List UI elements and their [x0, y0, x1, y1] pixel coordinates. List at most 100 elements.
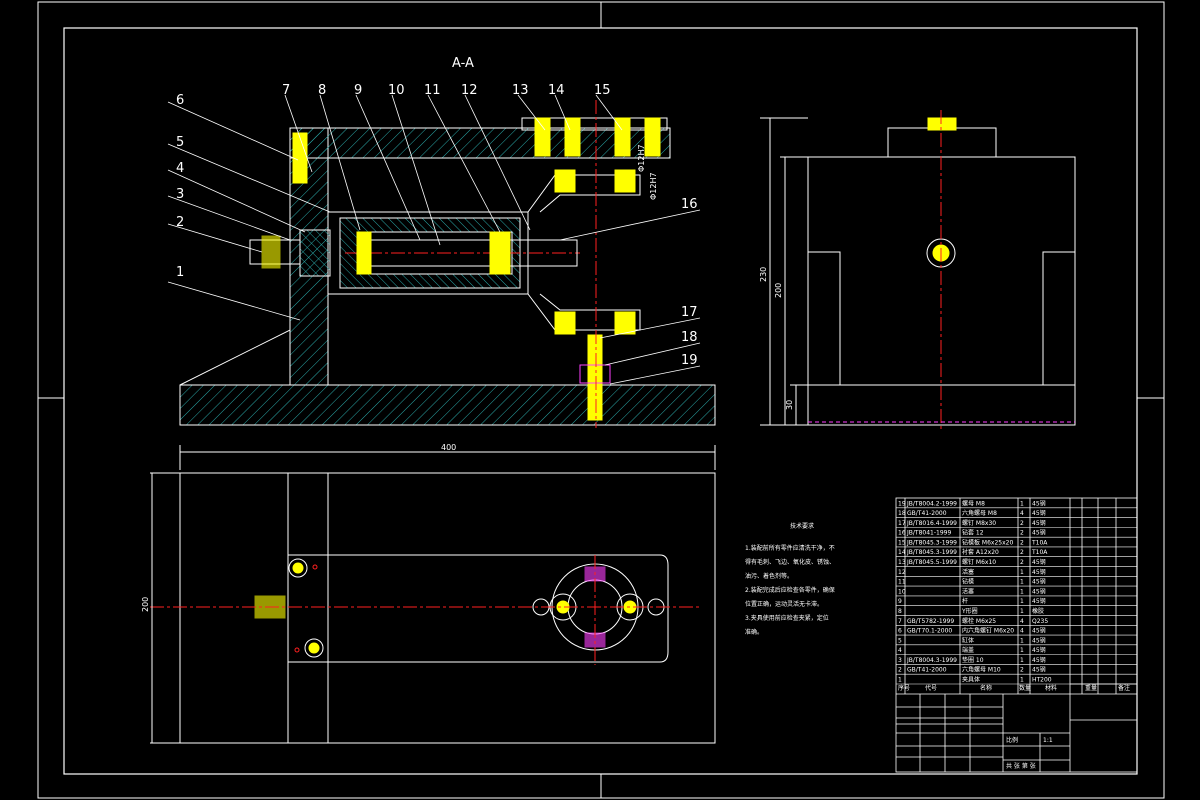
bom-cell-no: 15	[898, 539, 906, 546]
sheet-border	[37, 1, 1165, 799]
callout-1: 1	[176, 265, 184, 280]
callout-leaders	[167, 94, 701, 385]
note-line: 2.装配完成后应检查各零件，确保	[745, 586, 835, 594]
plan-view	[150, 445, 716, 744]
note-line: 1.装配前所有零件应清洗干净，不	[745, 544, 835, 552]
bom-cell-name: 杆	[962, 597, 968, 605]
bom-cell-std: GB/T5782-1999	[907, 618, 954, 625]
bom-cell-no: 13	[898, 559, 906, 566]
bom-cell-name: 钻套 12	[962, 529, 984, 537]
bom-cell-mat: 45钢	[1032, 499, 1046, 507]
bom-cell-qty: 2	[1020, 530, 1024, 537]
bom-cell-std: JB/T8016.4-1999	[906, 520, 957, 527]
bom-cell-qty: 2	[1020, 539, 1024, 546]
bom-cell-name: 缸体	[962, 636, 974, 644]
bom-cell-name: 钻模	[962, 578, 974, 586]
bom-cell-qty: 1	[1020, 500, 1024, 507]
bom-cell-name: 螺栓 M6x25	[962, 617, 996, 625]
plan-depth-dimension: 200	[141, 597, 150, 612]
bom-header-mat: 材料	[1045, 684, 1057, 692]
bom-cell-no: 19	[898, 500, 906, 507]
bom-cell-no: 4	[898, 647, 902, 654]
bom-cell-name: 活塞	[962, 587, 974, 595]
bom-cell-no: 1	[898, 677, 902, 684]
height-total-dimension: 230	[759, 267, 768, 282]
callout-4: 4	[176, 161, 184, 176]
bom-cell-qty: 4	[1020, 628, 1024, 635]
bom-header-name: 名称	[980, 684, 992, 692]
bom-cell-mat: 45钢	[1032, 578, 1046, 586]
bom-cell-mat: 45钢	[1032, 529, 1046, 537]
bom-cell-name: 螺钉 M6x10	[962, 558, 996, 566]
bom-cell-name: 六角螺母 M8	[962, 509, 997, 517]
bom-header-weight: 重量	[1085, 684, 1097, 692]
callout-16: 16	[681, 197, 698, 212]
bom-cell-name: Y形圈	[961, 607, 978, 615]
callout-12: 12	[461, 83, 478, 98]
bom-cell-mat: 45钢	[1032, 656, 1046, 664]
bom-header-note: 备注	[1118, 684, 1130, 692]
callout-3: 3	[176, 187, 184, 202]
callout-19: 19	[681, 353, 698, 368]
scale-value: 1:1	[1043, 737, 1053, 744]
bom-cell-qty: 1	[1020, 637, 1024, 644]
bom-cell-name: 活塞	[962, 568, 974, 576]
bom-cell-std: GB/T70.1-2000	[907, 628, 952, 635]
note-line: 得有毛刺、飞边、氧化皮、锈蚀、	[745, 558, 835, 566]
note-line: 3.夹具使用前应检查夹紧，定位	[745, 614, 829, 622]
bom-cell-qty: 2	[1020, 520, 1024, 527]
bom-cell-std: JB/T8004.3-1999	[906, 657, 957, 664]
bore-dimension-2: Φ12H7	[649, 172, 658, 200]
note-line: 油污、着色剂等。	[745, 572, 793, 580]
bom-cell-std: GB/T41-2000	[907, 510, 947, 517]
bom-cell-no: 14	[898, 549, 906, 556]
bom-cell-no: 6	[898, 628, 902, 635]
bom-cell-qty: 2	[1020, 559, 1024, 566]
bom-cell-no: 2	[898, 667, 902, 674]
callout-15: 15	[594, 83, 611, 98]
base-plate	[179, 384, 716, 426]
callout-5: 5	[176, 135, 184, 150]
bom-cell-name: 内六角螺钉 M6x20	[962, 627, 1014, 635]
bom-cell-qty: 2	[1020, 549, 1024, 556]
bom-cell-name: 螺钉 M8x30	[962, 519, 996, 527]
bom-cell-qty: 1	[1020, 588, 1024, 595]
drill-plate	[289, 127, 671, 159]
bom-cell-qty: 1	[1020, 657, 1024, 664]
bom-cell-qty: 1	[1020, 608, 1024, 615]
sheet-info: 共 张 第 张	[1006, 762, 1036, 770]
bom-cell-no: 11	[898, 579, 906, 586]
bom-cell-std: JB/T8041-1999	[906, 530, 951, 537]
front-section-view	[179, 100, 716, 428]
bom-header-std: 代号	[925, 684, 937, 692]
bom-cell-no: 7	[898, 618, 902, 625]
bom-cell-qty: 1	[1020, 647, 1024, 654]
bom-cell-mat: T10A	[1031, 549, 1048, 556]
bom-cell-std: JB/T8045.3-1999	[906, 549, 957, 556]
bom-cell-qty: 4	[1020, 618, 1024, 625]
bom-cell-name: 螺母 M8	[962, 499, 985, 507]
callout-13: 13	[512, 83, 529, 98]
bom-cell-name: 六角螺母 M10	[962, 666, 1001, 674]
bom-cell-std: JB/T8004.2-1999	[906, 500, 957, 507]
bom-cell-name: 端盖	[962, 646, 974, 654]
bom-cell-no: 17	[898, 520, 906, 527]
bom-cell-mat: 橡胶	[1032, 607, 1044, 615]
bom-cell-no: 12	[898, 569, 906, 576]
bom-cell-no: 18	[898, 510, 906, 517]
bom-cell-qty: 1	[1020, 579, 1024, 586]
callout-18: 18	[681, 330, 698, 345]
bom-cell-mat: 45钢	[1032, 519, 1046, 527]
bom-cell-mat: 45钢	[1032, 666, 1046, 674]
callout-14: 14	[548, 83, 565, 98]
bom-cell-qty: 4	[1020, 510, 1024, 517]
height-body-dimension: 200	[774, 283, 783, 298]
base-thickness-dimension: 30	[785, 400, 794, 410]
bom-cell-name: 衬套 A12x20	[962, 548, 999, 556]
bom-cell-mat: HT200	[1032, 677, 1052, 684]
callout-17: 17	[681, 305, 698, 320]
bom-cell-mat: 45钢	[1032, 597, 1046, 605]
callout-9: 9	[354, 83, 362, 98]
